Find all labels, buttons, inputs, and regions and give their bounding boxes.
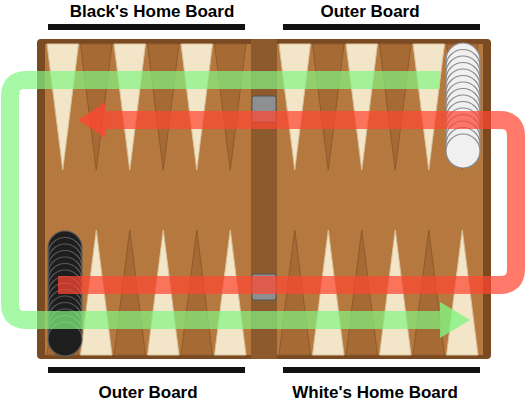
arrowhead	[440, 302, 470, 338]
white-checker	[446, 134, 480, 168]
board-point	[47, 44, 79, 170]
board-point	[380, 44, 412, 170]
board-point	[148, 44, 180, 170]
board-area-label: Black's Home Board	[70, 3, 235, 22]
board-half	[277, 44, 483, 355]
label-bar	[283, 24, 480, 30]
board-area-label: Outer Board	[320, 3, 419, 22]
board-point	[346, 44, 378, 170]
arrowhead	[78, 102, 106, 138]
label-bar	[48, 367, 245, 373]
board-point	[215, 44, 247, 170]
label-bar	[283, 367, 480, 373]
board-point	[181, 44, 213, 170]
board-point	[413, 44, 445, 170]
label-bar	[48, 24, 245, 30]
board-point	[313, 44, 345, 170]
board-point	[81, 44, 113, 170]
board-half	[45, 44, 251, 355]
board-area-label: Outer Board	[98, 384, 197, 403]
black-move-arrow	[58, 120, 516, 285]
board-point	[114, 44, 146, 170]
board-area-label: White's Home Board	[292, 384, 458, 403]
board-point	[279, 44, 311, 170]
